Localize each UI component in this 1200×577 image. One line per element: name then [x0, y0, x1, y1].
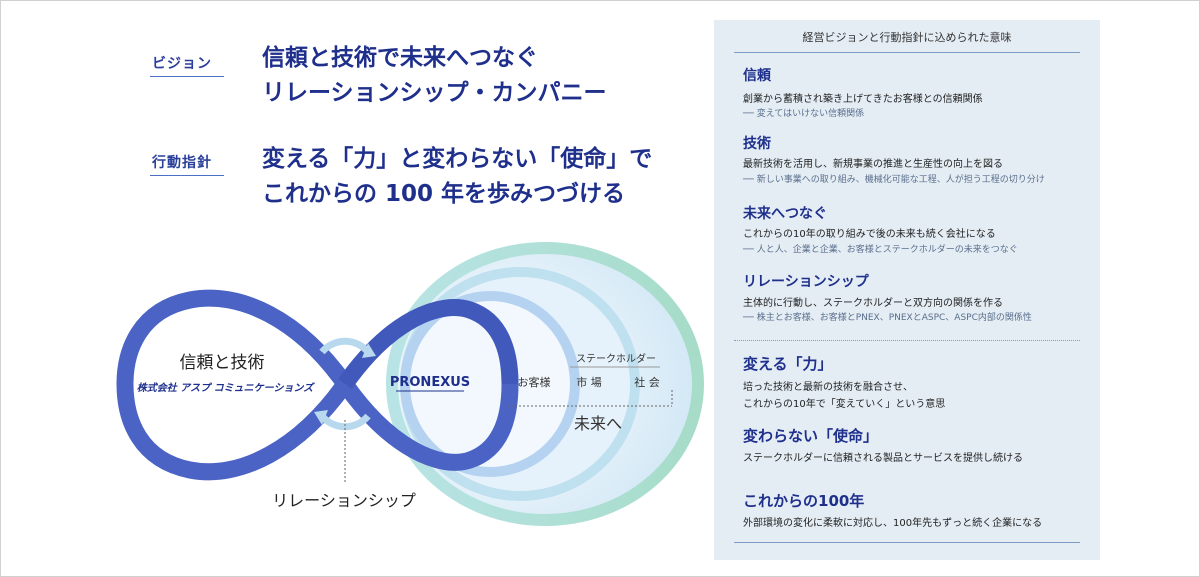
vision-line-1: 信頼と技術で未来へつなぐ — [262, 45, 538, 71]
guideline-line-2: これからの 100 年を歩みつづける — [262, 181, 626, 207]
panel-title-underline — [734, 52, 1080, 53]
infinity-loop-shade — [338, 299, 519, 389]
company-logo-text: 株式会社 アスプ コミュニケーションズ — [137, 382, 316, 394]
term-next-100-years-desc: 外部環境の変化に柔軟に対応し、100年先もずっと続く企業になる — [743, 518, 1043, 529]
stakeholder-label: ステークホルダー — [576, 352, 656, 365]
term-technology: 技術 — [743, 136, 771, 152]
term-future-desc: これからの10年の取り組みで後の未来も続く会社になる — [743, 229, 996, 240]
term-relationship: リレーションシップ — [743, 274, 869, 290]
cycle-arrow-top-icon — [319, 337, 371, 355]
panel-divider — [734, 340, 1080, 341]
guideline-label-underline — [150, 175, 224, 176]
term-mission-desc: ステークホルダーに信頼される製品とサービスを提供し続ける — [743, 453, 1023, 464]
term-trust-note: ── 変えてはいけない信頼関係 — [743, 109, 865, 119]
vision-label: ビジョン — [152, 56, 212, 72]
term-change-power: 変える「力」 — [743, 355, 833, 373]
vision-line-2: リレーションシップ・カンパニー — [262, 80, 607, 106]
term-next-100-years: これからの100年 — [743, 492, 865, 510]
panel-title: 経営ビジョンと行動指針に込められた意味 — [802, 31, 1012, 44]
cycle-arrowhead-bottom-icon — [314, 410, 328, 425]
cycle-arrowhead-top-icon — [362, 343, 376, 358]
vision-label-underline — [150, 76, 224, 77]
society-label: 社 会 — [634, 375, 660, 389]
term-future-note: ── 人と人、企業と企業、お客様とステークホルダーの未来をつなぐ — [743, 245, 1018, 255]
pronexus-logo: PRONEXUS — [390, 375, 470, 390]
panel-bottom-line — [734, 542, 1080, 543]
term-technology-desc: 最新技術を活用し、新規事業の推進と生産性の向上を図る — [743, 159, 1003, 170]
guideline-label: 行動指針 — [152, 155, 212, 171]
term-relationship-desc: 主体的に行動し、ステークホルダーと双方向の関係を作る — [743, 298, 1003, 309]
term-technology-note: ── 新しい事業への取り組み、機械化可能な工程、人が担う工程の切り分け — [743, 175, 1045, 185]
term-trust-desc: 創業から蓄積され築き上げてきたお客様との信頼関係 — [743, 94, 983, 105]
term-trust: 信頼 — [743, 68, 771, 84]
term-change-power-desc-2: これからの10年で「変えていく」という意思 — [743, 399, 946, 410]
guideline-line-1: 変える「力」と変わらない「使命」で — [262, 146, 653, 172]
diagram-left-title: 信頼と技術 — [180, 353, 265, 373]
customer-ring — [400, 291, 580, 477]
customer-label: お客様 — [518, 375, 551, 389]
relationship-label: リレーションシップ — [272, 491, 416, 510]
term-future: 未来へつなぐ — [743, 206, 827, 222]
term-change-power-desc-1: 培った技術と最新の技術を融合させ、 — [743, 382, 913, 393]
infinity-diagram: 信頼と技術 株式会社 アスプ コミュニケーションズ PRONEXUS お客様 市… — [116, 242, 704, 526]
future-label: 未来へ — [574, 414, 622, 433]
term-mission: 変わらない「使命」 — [743, 427, 879, 445]
market-label: 市 場 — [576, 375, 602, 389]
term-relationship-note: ── 株主とお客様、お客様とPNEX、PNEXとASPC、ASPC内部の関係性 — [743, 313, 1032, 323]
meaning-panel: 経営ビジョンと行動指針に込められた意味 信頼 創業から蓄積され築き上げてきたお客… — [714, 20, 1100, 560]
cycle-arrow-bottom-icon — [319, 413, 371, 431]
